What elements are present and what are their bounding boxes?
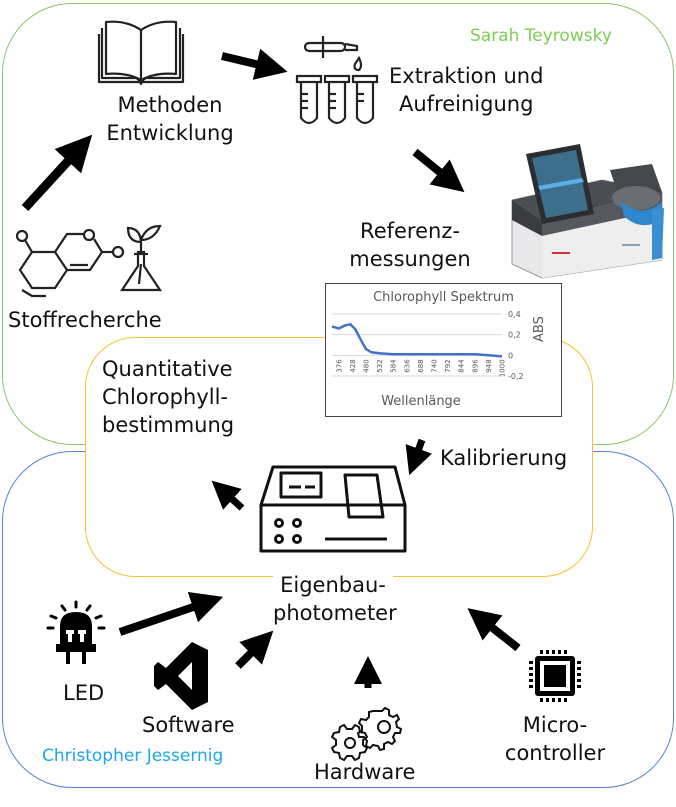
visual-studio-icon — [154, 642, 208, 710]
arrow-methoden-to-extraktion — [221, 48, 288, 80]
chart-x-tick: 584 — [390, 359, 398, 373]
chart-title: Chlorophyll Spektrum — [373, 290, 514, 305]
chart-x-tick: 636 — [403, 359, 411, 373]
arrow-extraktion-to-referenz — [412, 148, 465, 193]
chart-x-tick: 1000 — [499, 359, 507, 377]
node-micro-line2: controller — [504, 741, 606, 765]
node-extraktion-line2: Aufreinigung — [399, 92, 534, 116]
arrow-led-to-photometer — [118, 592, 224, 636]
chart-x-tick: 688 — [417, 359, 425, 372]
node-quant-line3: bestimmung — [102, 413, 235, 437]
chart-series-line — [331, 323, 503, 358]
chlorophyll-chart: Chlorophyll Spektrum 0,4 0,2 0 -0,2 376 428 48… — [325, 283, 562, 417]
gears-icon — [330, 706, 403, 762]
photometer-icon — [259, 465, 407, 553]
node-referenz-line2: messungen — [349, 247, 471, 271]
node-methoden-line2: Entwicklung — [106, 121, 234, 145]
arrow-software-to-photometer — [235, 630, 274, 669]
arrow-chart-to-photometer — [405, 438, 432, 476]
arrow-stoff-to-methoden — [21, 134, 93, 212]
led-icon — [46, 600, 106, 664]
author-christopher: Christopher Jessernig — [42, 746, 224, 766]
chart-xlabel: Wellenlänge — [381, 394, 461, 409]
node-software: Software — [142, 713, 235, 737]
chart-x-tick: 376 — [335, 359, 343, 373]
chart-x-tick: 844 — [458, 359, 466, 373]
chip-icon — [529, 650, 581, 702]
chart-x-tick: 428 — [349, 359, 357, 372]
node-photometer-line1: Eigenbau- — [273, 572, 393, 598]
book-icon — [97, 20, 185, 86]
node-led: LED — [63, 681, 105, 705]
chart-plot: 0,4 0,2 0 -0,2 376 428 480 532 584 636 688 740 792 84… — [331, 310, 524, 381]
chart-y-tick: -0,2 — [508, 372, 524, 381]
node-quant-line2: Chlorophyll- — [102, 385, 228, 409]
node-referenz-line1: Referenz- — [360, 219, 460, 243]
node-photometer-line2: photometer — [273, 601, 397, 625]
chart-x-tick: 740 — [431, 359, 439, 372]
node-kalibrierung: Kalibrierung — [440, 446, 568, 470]
node-hardware: Hardware — [314, 760, 416, 784]
chart-x-tick: 948 — [485, 359, 493, 372]
chart-x-tick: 896 — [471, 359, 479, 373]
arrow-micro-to-photometer — [467, 608, 521, 652]
chart-x-tick: 532 — [376, 359, 384, 372]
chart-x-tick: 792 — [444, 359, 452, 372]
chart-ylabel: ABS — [532, 316, 547, 342]
node-quant-line1: Quantitative — [102, 357, 233, 381]
chart-x-tick: 480 — [363, 359, 371, 372]
chart-y-tick: 0 — [508, 351, 513, 360]
node-methoden-line1: Methoden — [117, 93, 223, 117]
author-sarah: Sarah Teyrowsky — [470, 26, 612, 46]
node-micro-line1: Micro- — [522, 713, 588, 737]
node-stoffrecherche: Stoffrecherche — [8, 308, 162, 332]
spectrophotometer-image — [511, 144, 664, 279]
node-extraktion-line1: Extraktion und — [389, 64, 544, 88]
arrow-photometer-to-quant — [211, 480, 245, 511]
chart-y-tick: 0,2 — [508, 331, 521, 340]
chart-y-tick: 0,4 — [508, 310, 521, 319]
molecule-plant-icon — [15, 224, 163, 298]
test-tubes-icon — [295, 36, 379, 125]
